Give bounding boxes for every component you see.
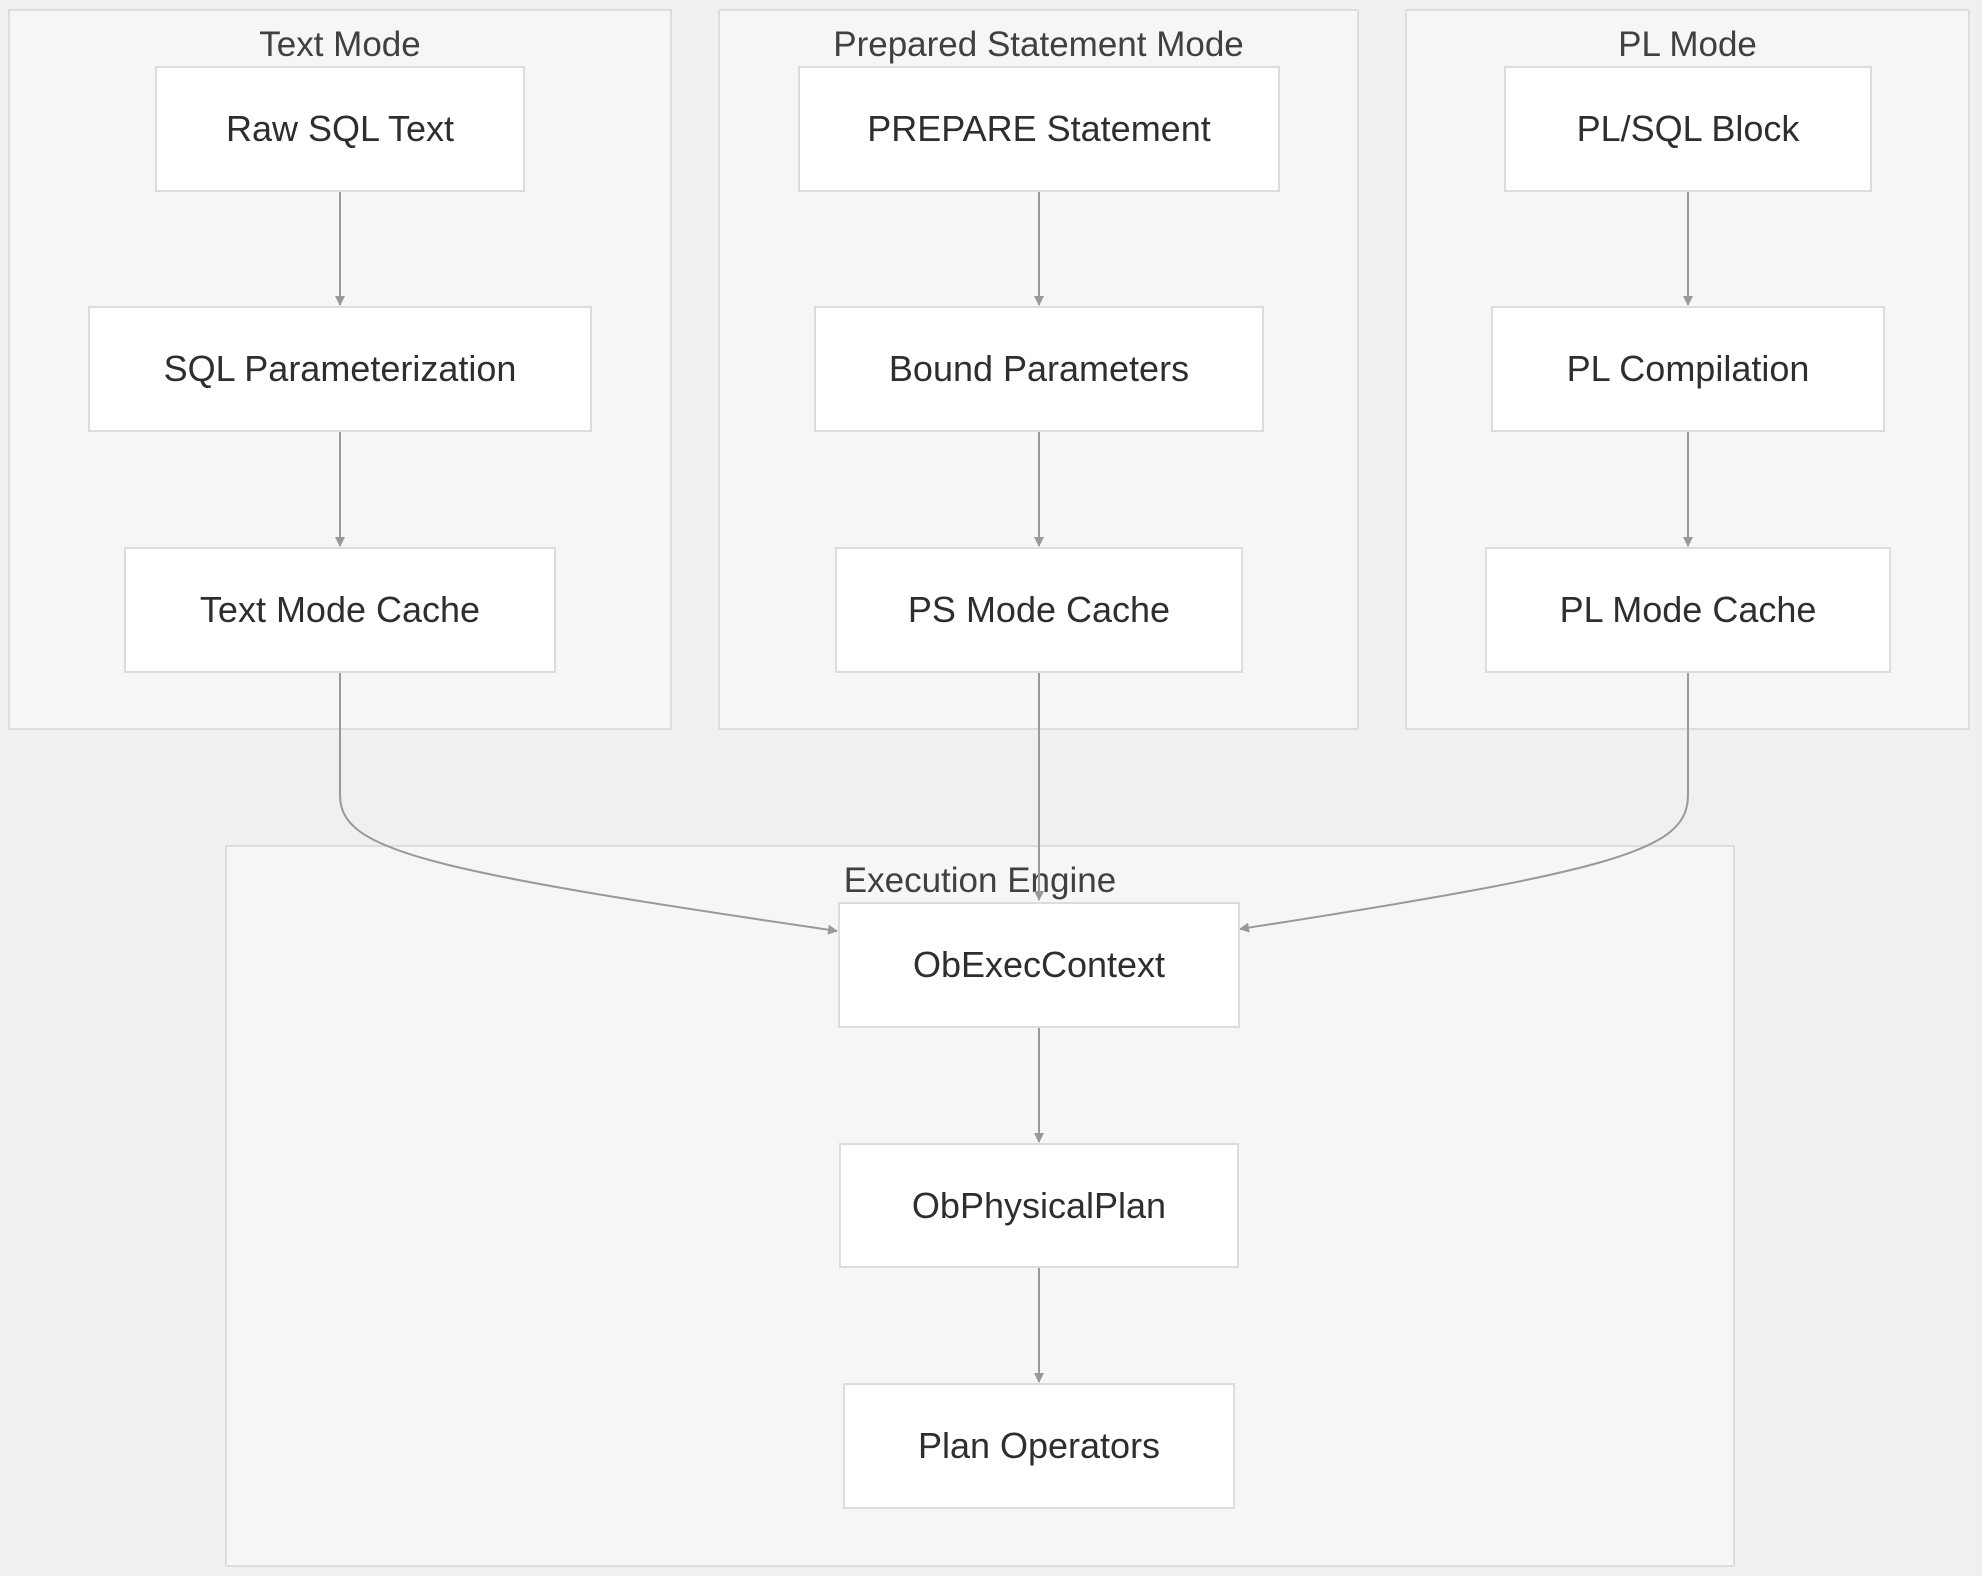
node-pl-mode-cache: PL Mode Cache — [1485, 547, 1891, 673]
node-text-mode-cache: Text Mode Cache — [124, 547, 556, 673]
cluster-title-text-mode: Text Mode — [259, 25, 421, 64]
cluster-title-pl-mode: PL Mode — [1618, 25, 1757, 64]
node-sql-parameterization: SQL Parameterization — [88, 306, 592, 432]
cluster-title-execution-engine: Execution Engine — [843, 861, 1117, 900]
node-raw-sql-text: Raw SQL Text — [155, 66, 525, 192]
node-obexeccontext: ObExecContext — [838, 902, 1240, 1028]
node-ps-mode-cache: PS Mode Cache — [835, 547, 1243, 673]
node-bound-parameters: Bound Parameters — [814, 306, 1264, 432]
edge-text-cache-to-exec-ctx — [339, 673, 838, 935]
node-plan-operators: Plan Operators — [843, 1383, 1235, 1509]
node-prepare-statement: PREPARE Statement — [798, 66, 1280, 192]
cluster-title-prepared-statement-mode: Prepared Statement Mode — [833, 25, 1244, 64]
edge-pl-cache-to-exec-ctx — [1239, 673, 1689, 933]
node-plsql-block: PL/SQL Block — [1504, 66, 1872, 192]
node-pl-compilation: PL Compilation — [1491, 306, 1885, 432]
node-obphysicalplan: ObPhysicalPlan — [839, 1143, 1239, 1268]
